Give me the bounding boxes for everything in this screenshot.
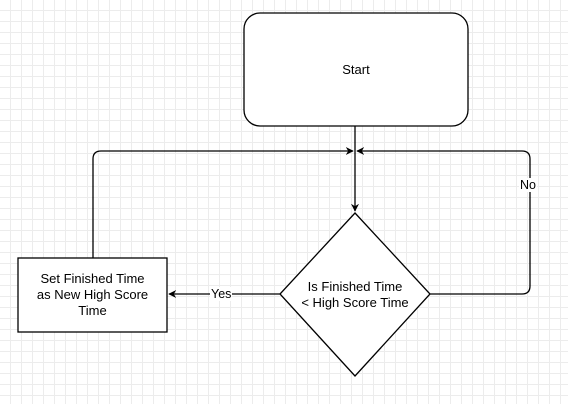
decision-node[interactable] [279,212,431,377]
no-edge-label: No [519,178,537,192]
yes-edge-label: Yes [210,287,233,301]
start-node[interactable] [243,12,469,127]
start-node-label: Start [342,61,370,77]
edge-decision-no-loop-back[interactable] [356,147,531,295]
decision-node-label: Is Finished Time < High Score Time [301,279,409,310]
process-node-label: Set Finished Time as New High Score Time [36,271,149,318]
process-node[interactable] [17,257,168,333]
edge-process-loop-back[interactable] [92,147,354,258]
